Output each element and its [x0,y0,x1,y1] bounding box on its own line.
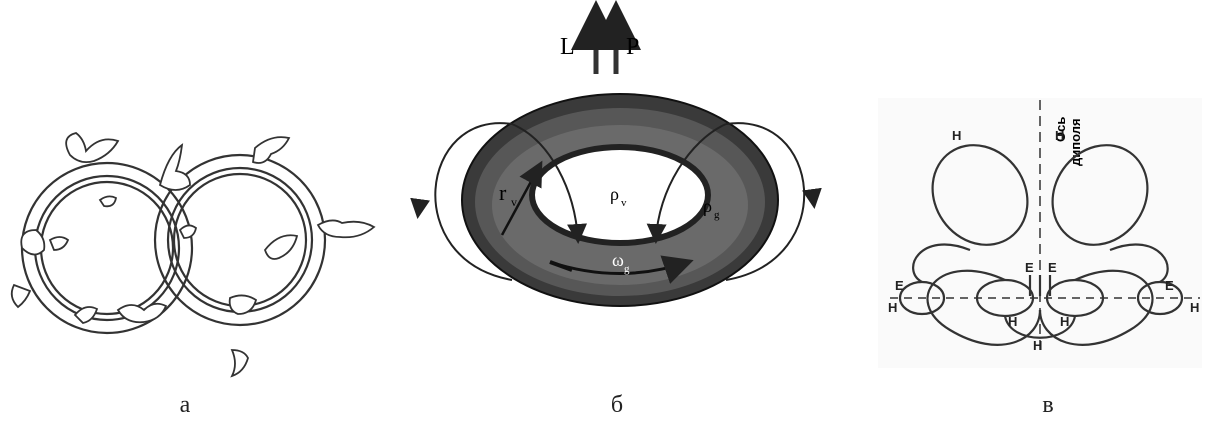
panel-c-dipole: Ось диполя H H E [860,0,1218,426]
bird-icon [20,229,46,256]
radius-arrow [500,160,543,236]
bird-icon [98,195,118,208]
panel-a-interlocked-rings: а [0,0,380,426]
label-H: H [1055,128,1064,143]
label-rho-g: ρ [703,196,712,216]
label-omega: ω [612,250,624,270]
bird-icon [263,234,299,260]
label-E: E [1048,260,1057,275]
svg-text:g: g [624,263,630,275]
bird-icon [73,306,99,324]
rings-drawing [10,132,376,378]
axis-label-1: Ось [1053,117,1068,142]
label-E: E [1165,278,1174,293]
bird-icon [316,219,376,239]
torus-drawing: L P r v ρ v ρ g ω g [410,0,822,307]
label-H: H [1033,338,1042,353]
label-E: E [1025,260,1034,275]
bird-icon [230,349,249,378]
bird-icon [178,224,197,239]
svg-text:v: v [511,195,517,209]
panel-b-torus: L P r v ρ v ρ g ω g б [400,0,840,426]
bird-icon [10,283,32,309]
dipole-drawing: Ось диполя H H E [878,98,1202,368]
label-L: L [560,34,575,60]
label-rho-v: ρ [610,184,619,204]
label-H: H [1060,314,1069,329]
torus-hole [529,144,711,246]
label-H: H [1008,314,1017,329]
birds-group [10,132,376,378]
caption-c: в [1042,392,1054,418]
caption-b: б [610,392,624,418]
svg-text:g: g [714,209,720,221]
label-H: H [888,300,897,315]
caption-a: а [179,392,191,418]
bird-icon [228,294,258,315]
label-H: H [952,128,961,143]
bird-icon [158,143,191,191]
right-ring-outer [153,153,327,327]
svg-text:v: v [621,197,627,209]
label-P: P [626,34,639,60]
axis-label-2: диполя [1068,118,1083,166]
label-r: r [499,180,507,205]
bird-icon [116,302,168,324]
bird-icon [252,136,291,164]
bird-icon [65,132,120,164]
label-E: E [895,278,904,293]
field-loop-left [434,122,513,281]
bird-icon [48,236,70,251]
label-H: H [1190,300,1199,315]
